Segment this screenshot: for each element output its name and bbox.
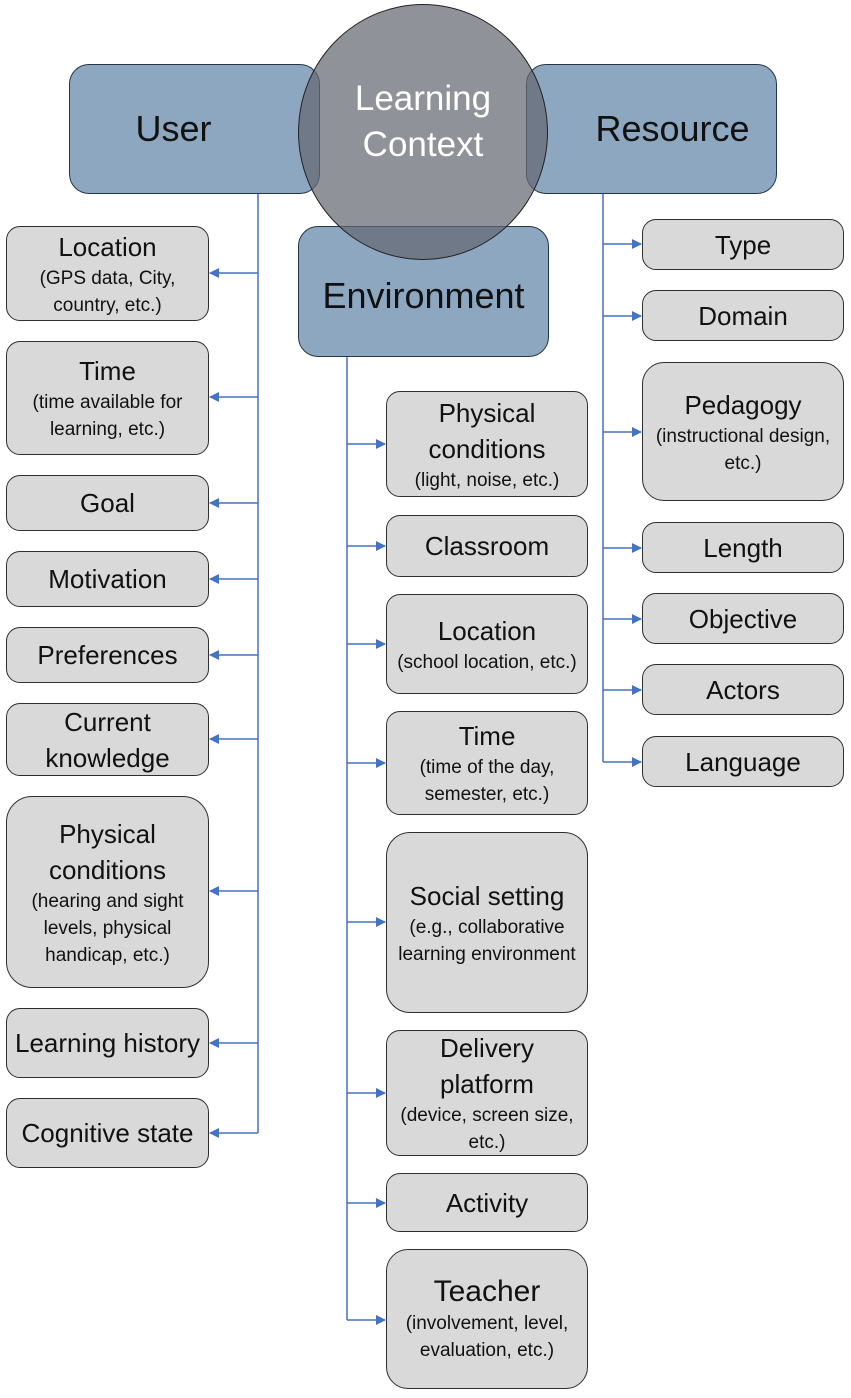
resource-item-title: Type <box>714 229 772 260</box>
environment-item-social-setting: Social setting (e.g., collaborative lear… <box>386 832 588 1013</box>
resource-item-title: Pedagogy <box>684 389 802 420</box>
user-item-location: Location (GPS data, City, country, etc.) <box>6 226 209 321</box>
environment-item-title: Teacher <box>433 1275 541 1308</box>
user-item-subtitle: (GPS data, City, country, etc.) <box>39 267 176 316</box>
user-item-learning-history: Learning history <box>6 1008 209 1078</box>
environment-item-title: Location <box>437 615 537 646</box>
user-item-time: Time (time available for learning, etc.) <box>6 341 209 455</box>
environment-item-title: Activity <box>445 1187 529 1218</box>
environment-item-subtitle: (time of the day, semester, etc.) <box>419 757 555 805</box>
resource-item-objective: Objective <box>642 593 844 644</box>
resource-header-label: Resource <box>595 108 750 149</box>
circle-label-line1: Learning <box>354 79 492 118</box>
user-item-subtitle: (time available for learning, etc.) <box>32 392 183 440</box>
user-item-subtitle: (hearing and sight levels, physical hand… <box>31 890 184 966</box>
user-header: User <box>69 64 320 194</box>
environment-item-subtitle: (e.g., collaborative learning environmen… <box>398 916 576 965</box>
user-item-title: Goal <box>80 488 135 518</box>
environment-item-title: Physical conditions <box>428 397 546 464</box>
environment-item-subtitle: (light, noise, etc.) <box>414 469 560 491</box>
learning-context-circle: Learning Context <box>298 4 548 260</box>
environment-item-subtitle: (involvement, level, evaluation, etc.) <box>405 1313 569 1361</box>
user-item-title: Location <box>58 231 157 262</box>
environment-item-subtitle: (device, screen size, etc.) <box>400 1105 574 1153</box>
environment-item-delivery-platform: Delivery platform (device, screen size, … <box>386 1030 588 1156</box>
circle-label-line2: Context <box>362 125 484 164</box>
user-header-label: User <box>135 108 212 149</box>
environment-item-classroom: Classroom <box>386 515 588 577</box>
user-item-title: Time <box>79 356 136 386</box>
resource-item-subtitle: (instructional design, etc.) <box>655 425 831 474</box>
resource-item-length: Length <box>642 522 844 573</box>
resource-item-title: Objective <box>688 603 798 634</box>
user-item-title: Cognitive state <box>21 1118 194 1148</box>
resource-item-type: Type <box>642 219 844 270</box>
environment-item-title: Social setting <box>409 880 565 911</box>
environment-item-title: Time <box>458 721 516 751</box>
user-item-preferences: Preferences <box>6 627 209 683</box>
user-item-title: Preferences <box>37 640 178 670</box>
resource-item-pedagogy: Pedagogy (instructional design, etc.) <box>642 362 844 501</box>
user-item-title: Current knowledge <box>45 706 170 773</box>
user-item-title: Physical conditions <box>48 818 167 885</box>
environment-item-time: Time (time of the day, semester, etc.) <box>386 711 588 815</box>
user-item-title: Motivation <box>48 564 167 594</box>
environment-item-teacher: Teacher (involvement, level, evaluation,… <box>386 1249 588 1389</box>
resource-item-actors: Actors <box>642 664 844 715</box>
resource-item-language: Language <box>642 736 844 787</box>
environment-item-title: Classroom <box>424 531 550 561</box>
user-item-goal: Goal <box>6 475 209 531</box>
resource-header: Resource <box>526 64 777 194</box>
user-item-title: Learning history <box>15 1028 200 1058</box>
environment-item-location: Location (school location, etc.) <box>386 594 588 694</box>
resource-item-domain: Domain <box>642 290 844 341</box>
environment-item-activity: Activity <box>386 1173 588 1232</box>
environment-header-label: Environment <box>322 274 525 316</box>
user-item-cognitive-state: Cognitive state <box>6 1098 209 1168</box>
environment-item-subtitle: (school location, etc.) <box>397 651 577 673</box>
user-item-current-knowledge: Current knowledge <box>6 703 209 776</box>
resource-item-title: Actors <box>706 674 780 705</box>
user-item-motivation: Motivation <box>6 551 209 607</box>
environment-item-title: Delivery platform <box>440 1033 534 1099</box>
resource-item-title: Length <box>703 532 783 563</box>
resource-item-title: Domain <box>698 300 788 331</box>
resource-item-title: Language <box>685 746 801 777</box>
user-item-physical-conditions: Physical conditions (hearing and sight l… <box>6 796 209 988</box>
environment-item-physical-conditions: Physical conditions (light, noise, etc.) <box>386 391 588 497</box>
